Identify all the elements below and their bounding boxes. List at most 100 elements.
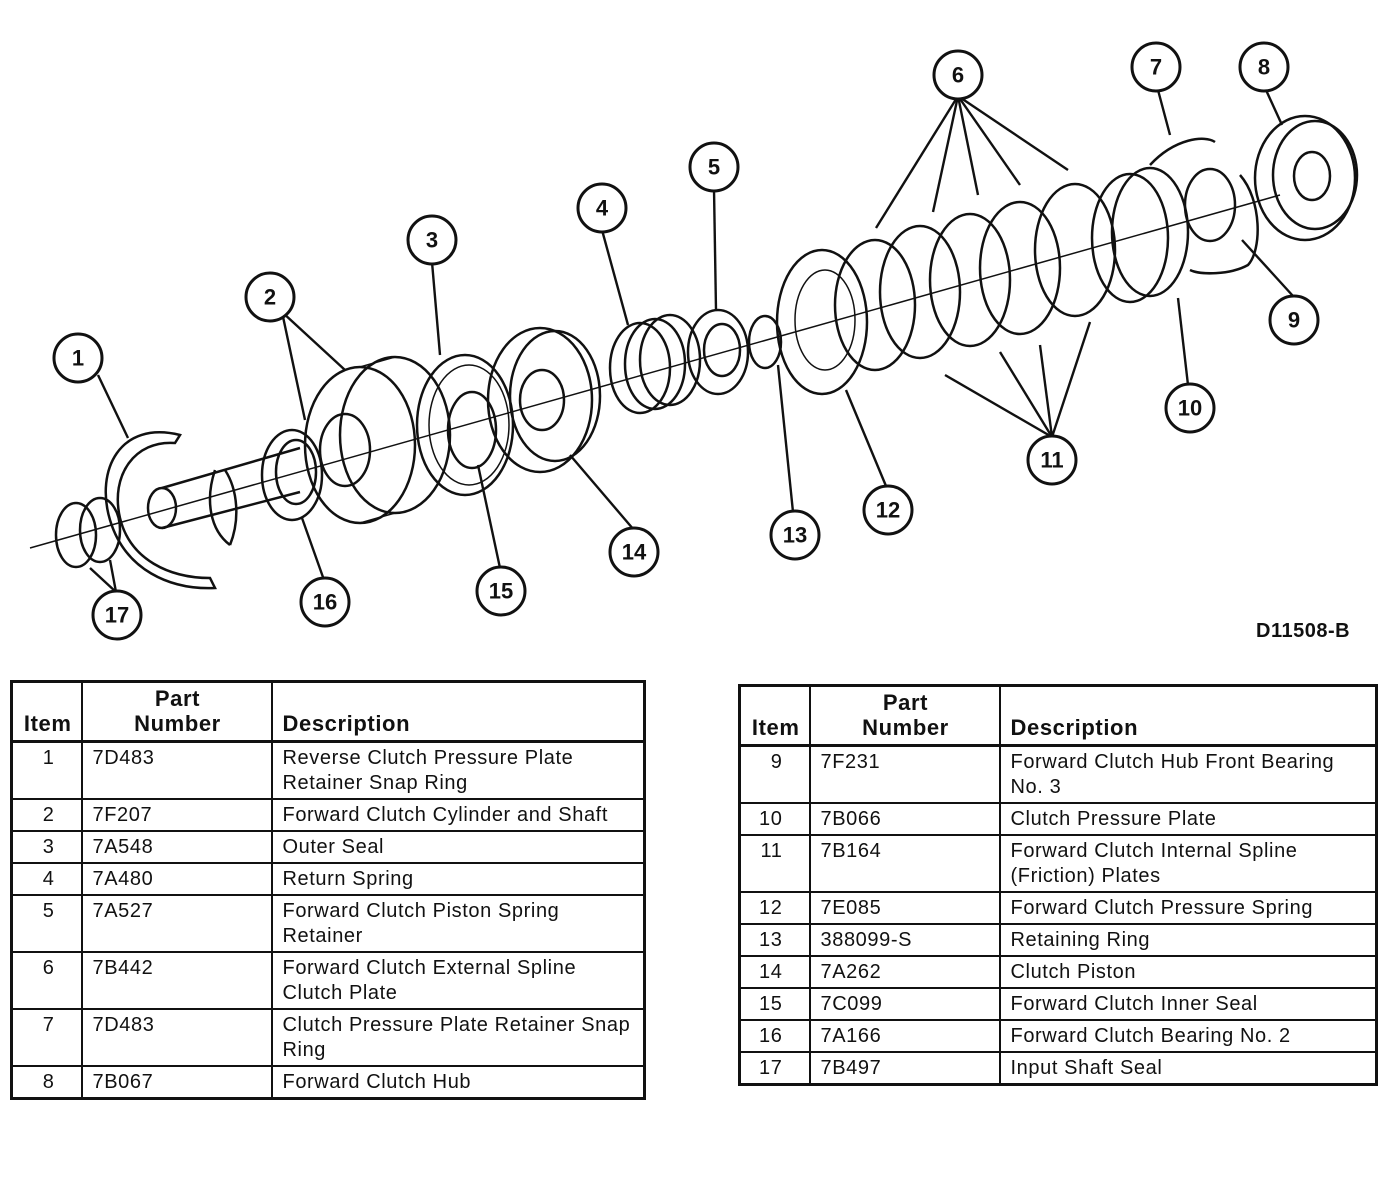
callout-17: 17 bbox=[91, 589, 143, 641]
item-cell: 5 bbox=[10, 894, 83, 953]
outer-seal-drawing bbox=[415, 353, 515, 497]
svg-text:10: 10 bbox=[1178, 396, 1202, 421]
item-cell: 2 bbox=[10, 798, 83, 832]
exploded-view-diagram: 1 2 3 4 5 6 7 8 9 10 11 12 13 14 15 16 1… bbox=[29, 41, 1359, 641]
item-cell: 9 bbox=[738, 744, 811, 804]
part-number-cell: 7A166 bbox=[808, 1019, 1001, 1053]
description-cell: Return Spring bbox=[270, 862, 646, 896]
header-description: Description bbox=[270, 680, 646, 743]
description-cell: Clutch Pressure Plate Retainer Snap Ring bbox=[270, 1008, 646, 1067]
hub-front-bearing-drawing bbox=[1183, 167, 1259, 275]
inner-seal-drawing bbox=[446, 390, 498, 470]
part-number-cell: 7E085 bbox=[808, 891, 1001, 925]
callout-7: 7 bbox=[1130, 41, 1182, 93]
header-item: Item bbox=[738, 684, 811, 747]
bearing-no2-drawing bbox=[260, 428, 324, 522]
return-spring-drawing bbox=[608, 313, 702, 415]
forward-clutch-hub-drawing bbox=[1253, 114, 1359, 242]
svg-text:9: 9 bbox=[1288, 308, 1300, 333]
item-cell: 15 bbox=[738, 987, 811, 1021]
description-cell: Forward Clutch Bearing No. 2 bbox=[998, 1019, 1378, 1053]
part-number-cell: 7B067 bbox=[80, 1065, 273, 1100]
svg-text:8: 8 bbox=[1258, 55, 1270, 80]
description-cell: Retaining Ring bbox=[998, 923, 1378, 957]
spring-retainer-drawing bbox=[686, 308, 750, 396]
header-item: Item bbox=[10, 680, 83, 743]
part-number-cell: 7F207 bbox=[80, 798, 273, 832]
callout-2: 2 bbox=[244, 271, 296, 323]
description-cell: Forward Clutch Hub Front Bearing No. 3 bbox=[998, 744, 1378, 804]
callout-14: 14 bbox=[608, 526, 660, 578]
item-cell: 11 bbox=[738, 834, 811, 893]
callout-13: 13 bbox=[769, 509, 821, 561]
item-cell: 10 bbox=[738, 802, 811, 836]
part-number-cell: 388099-S bbox=[808, 923, 1001, 957]
clutch-plate-stack-drawing bbox=[833, 166, 1190, 372]
part-number-cell: 7B164 bbox=[808, 834, 1001, 893]
part-number-cell: 7B497 bbox=[808, 1051, 1001, 1086]
item-cell: 7 bbox=[10, 1008, 83, 1067]
description-cell: Forward Clutch Cylinder and Shaft bbox=[270, 798, 646, 832]
description-cell: Forward Clutch External Spline Clutch Pl… bbox=[270, 951, 646, 1010]
snap-ring-7-drawing bbox=[1149, 137, 1216, 166]
description-cell: Forward Clutch Inner Seal bbox=[998, 987, 1378, 1021]
callout-3: 3 bbox=[406, 214, 458, 266]
cylinder-shaft-drawing bbox=[146, 446, 301, 546]
description-cell: Forward Clutch Piston Spring Retainer bbox=[270, 894, 646, 953]
svg-text:3: 3 bbox=[426, 228, 438, 253]
callout-6: 6 bbox=[932, 49, 984, 101]
item-cell: 16 bbox=[738, 1019, 811, 1053]
callout-5: 5 bbox=[688, 141, 740, 193]
item-cell: 12 bbox=[738, 891, 811, 925]
item-cell: 6 bbox=[10, 951, 83, 1010]
part-number-cell: 7A262 bbox=[808, 955, 1001, 989]
part-number-cell: 7C099 bbox=[808, 987, 1001, 1021]
callout-9: 9 bbox=[1268, 294, 1320, 346]
drawing-id: D11508-B bbox=[1256, 620, 1351, 642]
description-cell: Outer Seal bbox=[270, 830, 646, 864]
callout-1: 1 bbox=[52, 332, 104, 384]
svg-text:4: 4 bbox=[596, 196, 609, 221]
item-cell: 3 bbox=[10, 830, 83, 864]
item-cell: 14 bbox=[738, 955, 811, 989]
svg-text:6: 6 bbox=[952, 63, 964, 88]
svg-text:11: 11 bbox=[1040, 448, 1063, 473]
svg-text:17: 17 bbox=[105, 603, 129, 628]
svg-text:1: 1 bbox=[72, 346, 84, 371]
callout-12: 12 bbox=[862, 484, 914, 536]
callout-15: 15 bbox=[475, 565, 527, 617]
clutch-piston-drawing bbox=[486, 326, 602, 474]
svg-text:12: 12 bbox=[876, 498, 900, 523]
part-number-cell: 7A527 bbox=[80, 894, 273, 953]
part-number-cell: 7A548 bbox=[80, 830, 273, 864]
description-cell: Forward Clutch Hub bbox=[270, 1065, 646, 1100]
callout-16: 16 bbox=[299, 576, 351, 628]
callout-8: 8 bbox=[1238, 41, 1290, 93]
part-number-cell: 7D483 bbox=[80, 1008, 273, 1067]
svg-text:16: 16 bbox=[313, 590, 337, 615]
item-cell: 17 bbox=[738, 1051, 811, 1086]
callout-4: 4 bbox=[576, 182, 628, 234]
description-cell: Reverse Clutch Pressure Plate Retainer S… bbox=[270, 740, 646, 800]
leader-lines bbox=[89, 89, 1294, 593]
svg-text:2: 2 bbox=[264, 285, 276, 310]
input-shaft-seal-drawing bbox=[54, 496, 122, 569]
